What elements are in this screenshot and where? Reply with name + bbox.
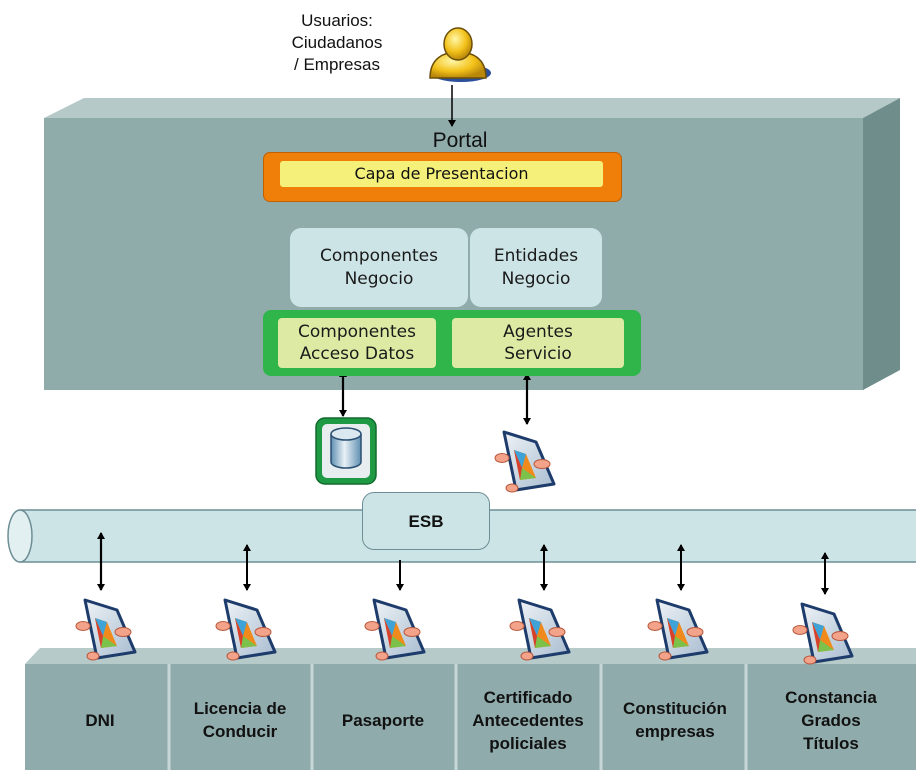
system-constitucion-empresas: Constitución empresas [623, 699, 727, 741]
portal-top-face [44, 98, 900, 118]
system-pasaporte: Pasaporte [341, 710, 425, 730]
service-agent-icon [493, 430, 556, 494]
system-licencia-conducir: Licencia de Conducir [193, 699, 287, 741]
service-agents-box: Agentes Servicio [452, 318, 624, 368]
esb-label: ESB [362, 492, 490, 550]
presentation-layer-label: Capa de Presentacion [280, 161, 603, 187]
portal-side-face [863, 98, 900, 390]
user-icon [429, 27, 491, 82]
system-dni: DNI [85, 710, 115, 730]
data-access-components-box: Componentes Acceso Datos [278, 318, 436, 368]
system-constancia-grados: Constancia Grados Títulos [785, 687, 877, 753]
database-icon [315, 417, 377, 485]
system-certificado-antecedentes: Certificado Antecedentes policiales [472, 687, 584, 753]
business-entities-box: Entidades Negocio [470, 228, 602, 307]
portal-title: Portal [432, 129, 488, 152]
business-components-box: Componentes Negocio [290, 228, 468, 307]
users-label: Usuarios: Ciudadanos / Empresas [291, 11, 383, 74]
